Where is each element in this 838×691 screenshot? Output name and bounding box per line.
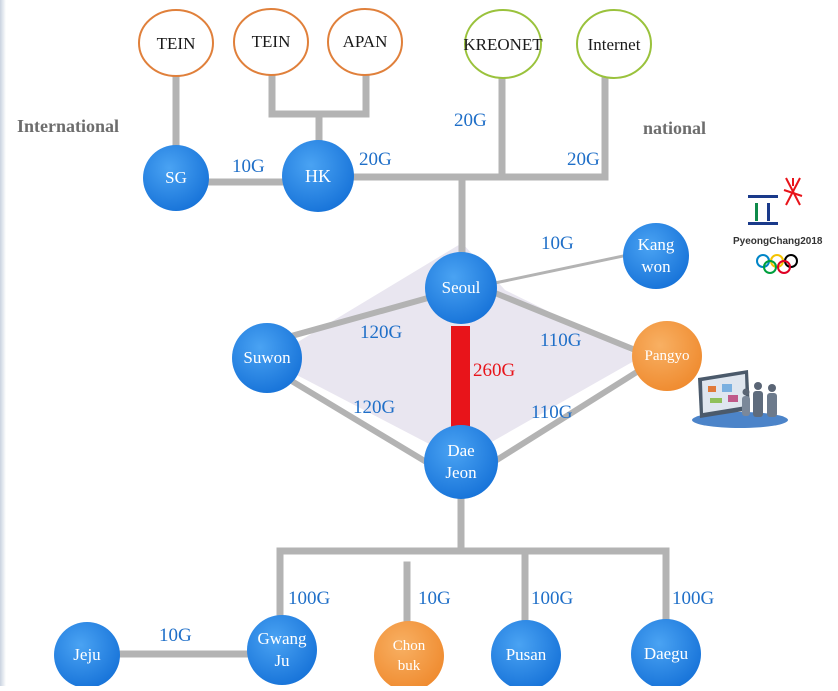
bw-internet: 20G [567, 149, 600, 170]
olympic-ring [763, 260, 777, 274]
logo-bar-left [755, 203, 758, 221]
pyeongchang-logo-text: PyeongChang2018 [733, 236, 823, 247]
logo-star [783, 177, 803, 206]
bw-pusan: 100G [531, 588, 574, 609]
node-pusan [491, 620, 561, 686]
node-gwangju [247, 615, 317, 685]
link-seoul-suwon [291, 294, 432, 339]
ext-node-tein-1 [138, 9, 214, 77]
international-label: International [17, 116, 120, 136]
link-seoul-daejeon [451, 326, 470, 427]
olympic-ring [777, 260, 791, 274]
node-daegu [631, 619, 701, 686]
ext-node-tein-2 [233, 8, 309, 76]
logo-bar-bottom [748, 222, 778, 225]
node-jeju [54, 622, 120, 686]
bw-gwangju: 100G [288, 588, 331, 609]
node-chonbuk [374, 621, 444, 686]
link-tein-apan [268, 71, 370, 118]
bw-suwon-daejeon: 120G [353, 397, 396, 418]
node-seoul [425, 252, 497, 324]
ext-node-internet [576, 9, 652, 79]
bw-kreonet: 20G [454, 110, 487, 131]
bw-chonbuk: 10G [418, 588, 451, 609]
bw-seoul-kangwon: 10G [541, 233, 574, 254]
bw-seoul-suwon: 120G [360, 322, 403, 343]
window-left-edge [0, 0, 6, 686]
logo-bar-right [767, 203, 770, 221]
national-label: national [643, 118, 707, 138]
bw-pangyo-daejeon: 110G [531, 402, 573, 423]
node-daejeon [424, 425, 498, 499]
bw-seoul-daejeon: 260G [473, 360, 516, 381]
pyeongchang-logo [748, 177, 803, 274]
node-kangwon [623, 223, 689, 289]
presentation-illustration-icon [692, 370, 788, 428]
bw-sg-hk: 10G [232, 156, 265, 177]
node-sg [143, 145, 209, 211]
link-pangyo-daejeon [487, 365, 645, 468]
link-suwon-daejeon [285, 375, 433, 468]
bw-jeju-gwangju: 10G [159, 625, 192, 646]
ext-node-kreonet [464, 9, 542, 79]
node-hk [282, 140, 354, 212]
bw-hk-backbone: 20G [359, 149, 392, 170]
bw-seoul-pangyo: 110G [540, 330, 582, 351]
link-seoul-pangyo [491, 289, 644, 356]
logo-bar-top [748, 195, 778, 198]
node-suwon [232, 323, 302, 393]
ext-node-apan [327, 8, 403, 76]
node-pangyo [632, 321, 702, 391]
bw-daegu: 100G [672, 588, 715, 609]
link-seoul-kangwon [493, 253, 630, 285]
